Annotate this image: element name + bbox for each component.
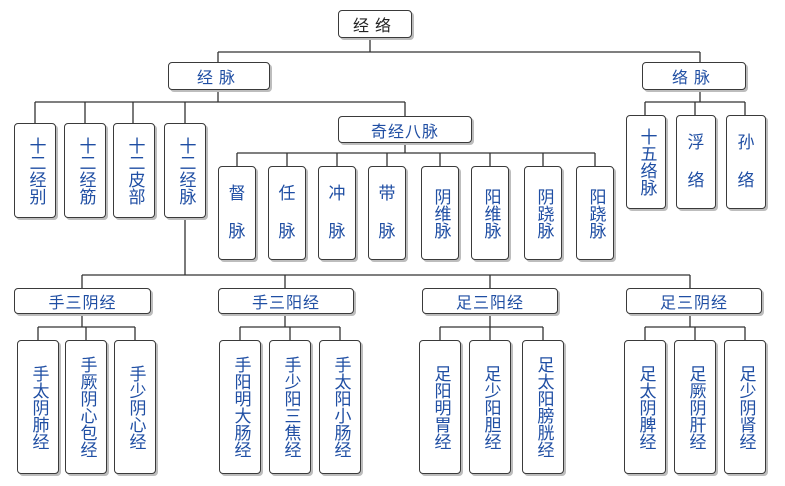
group-node: 手三阳经 xyxy=(218,288,354,314)
qijing-label: 奇经八脉 xyxy=(370,121,439,141)
qijing-node: 奇经八脉 xyxy=(338,116,472,143)
qijing-child-label: 阳维脉 xyxy=(480,187,501,239)
group-label: 足三阳经 xyxy=(455,293,524,312)
qijing-child-bottom: 脉 xyxy=(328,221,346,242)
qijing-child-top: 督 xyxy=(228,183,246,204)
group-label: 手三阴经 xyxy=(48,293,117,312)
meridian-leaf-label: 足厥阴肝经 xyxy=(685,364,706,450)
qijing-child-label: 阳跷脉 xyxy=(585,187,606,239)
root-label: 经络 xyxy=(352,16,397,35)
jingmai-child-label: 十二经别 xyxy=(25,136,46,205)
meridian-leaf: 手少阳三焦经 xyxy=(269,340,311,474)
qijing-child-top: 任 xyxy=(278,183,296,204)
meridian-leaf-label: 手阳明大肠经 xyxy=(230,356,251,458)
qijing-child-label: 阴跷脉 xyxy=(533,187,554,239)
luomai-label: 络脉 xyxy=(671,68,716,87)
luomai-child-bottom: 络 xyxy=(737,170,755,191)
qijing-child: 阴跷脉 xyxy=(524,166,562,260)
meridian-leaf-label: 足少阴肾经 xyxy=(735,364,756,450)
luomai-child: 孙 络 xyxy=(726,115,766,209)
group-node: 足三阴经 xyxy=(626,288,762,314)
luomai-child: 浮 络 xyxy=(676,115,716,209)
luomai-child-top: 浮 xyxy=(687,132,705,153)
qijing-child: 阴维脉 xyxy=(421,166,459,260)
luomai-child-label: 十五络脉 xyxy=(636,128,657,196)
meridian-leaf: 足太阳膀胱经 xyxy=(522,340,564,474)
jingmai-child: 十二经别 xyxy=(14,123,56,218)
jingmai-child: 十二经脉 xyxy=(164,123,206,218)
meridian-leaf-label: 手太阴肺经 xyxy=(28,364,49,450)
qijing-child: 任 脉 xyxy=(268,166,306,260)
meridian-leaf-label: 足阳明胃经 xyxy=(430,364,451,450)
meridian-leaf-label: 足太阴脾经 xyxy=(635,364,656,450)
qijing-child-bottom: 脉 xyxy=(278,221,296,242)
meridian-leaf: 手阳明大肠经 xyxy=(219,340,261,474)
meridian-leaf-label: 手厥阴心包经 xyxy=(76,356,97,458)
jingmai-child: 十二皮部 xyxy=(113,123,155,218)
qijing-child-top: 冲 xyxy=(328,183,346,204)
meridian-leaf: 足少阴肾经 xyxy=(724,340,766,474)
qijing-child-bottom: 脉 xyxy=(378,221,396,242)
meridian-leaf-label: 手少阴心经 xyxy=(125,364,146,450)
luomai-child: 十五络脉 xyxy=(626,115,666,209)
jingmai-child-label: 十二皮部 xyxy=(124,136,145,205)
meridian-leaf: 手太阴肺经 xyxy=(17,340,59,474)
luomai-child-bottom: 络 xyxy=(687,170,705,191)
qijing-child-label: 阴维脉 xyxy=(430,187,451,239)
qijing-child-bottom: 脉 xyxy=(228,221,246,242)
luomai-node: 络脉 xyxy=(642,62,746,90)
qijing-child: 督 脉 xyxy=(218,166,256,260)
jingmai-child: 十二经筋 xyxy=(64,123,106,218)
qijing-child-top: 带 xyxy=(378,183,396,204)
group-label: 足三阴经 xyxy=(659,293,728,312)
root-node: 经络 xyxy=(338,10,412,38)
meridian-leaf: 手太阳小肠经 xyxy=(319,340,361,474)
meridian-leaf-label: 足太阳膀胱经 xyxy=(533,356,554,458)
meridian-leaf: 手少阴心经 xyxy=(114,340,156,474)
meridian-leaf-label: 手太阳小肠经 xyxy=(330,356,351,458)
meridian-leaf-label: 手少阳三焦经 xyxy=(280,356,301,458)
group-label: 手三阳经 xyxy=(251,293,320,312)
luomai-child-top: 孙 xyxy=(737,132,755,153)
meridian-leaf: 足少阳胆经 xyxy=(469,340,511,474)
meridian-leaf: 足太阴脾经 xyxy=(624,340,666,474)
qijing-child: 阳维脉 xyxy=(471,166,509,260)
jingmai-node: 经脉 xyxy=(168,62,270,90)
meridian-leaf: 足阳明胃经 xyxy=(419,340,461,474)
jingmai-child-label: 十二经筋 xyxy=(75,136,96,205)
meridian-leaf: 手厥阴心包经 xyxy=(65,340,107,474)
qijing-child: 阳跷脉 xyxy=(576,166,614,260)
group-node: 足三阳经 xyxy=(422,288,558,314)
qijing-child: 冲 脉 xyxy=(318,166,356,260)
meridian-leaf: 足厥阴肝经 xyxy=(674,340,716,474)
jingmai-label: 经脉 xyxy=(196,68,241,87)
qijing-child: 带 脉 xyxy=(368,166,406,260)
jingmai-child-label: 十二经脉 xyxy=(175,136,196,205)
group-node: 手三阴经 xyxy=(14,288,151,314)
meridian-leaf-label: 足少阳胆经 xyxy=(480,364,501,450)
